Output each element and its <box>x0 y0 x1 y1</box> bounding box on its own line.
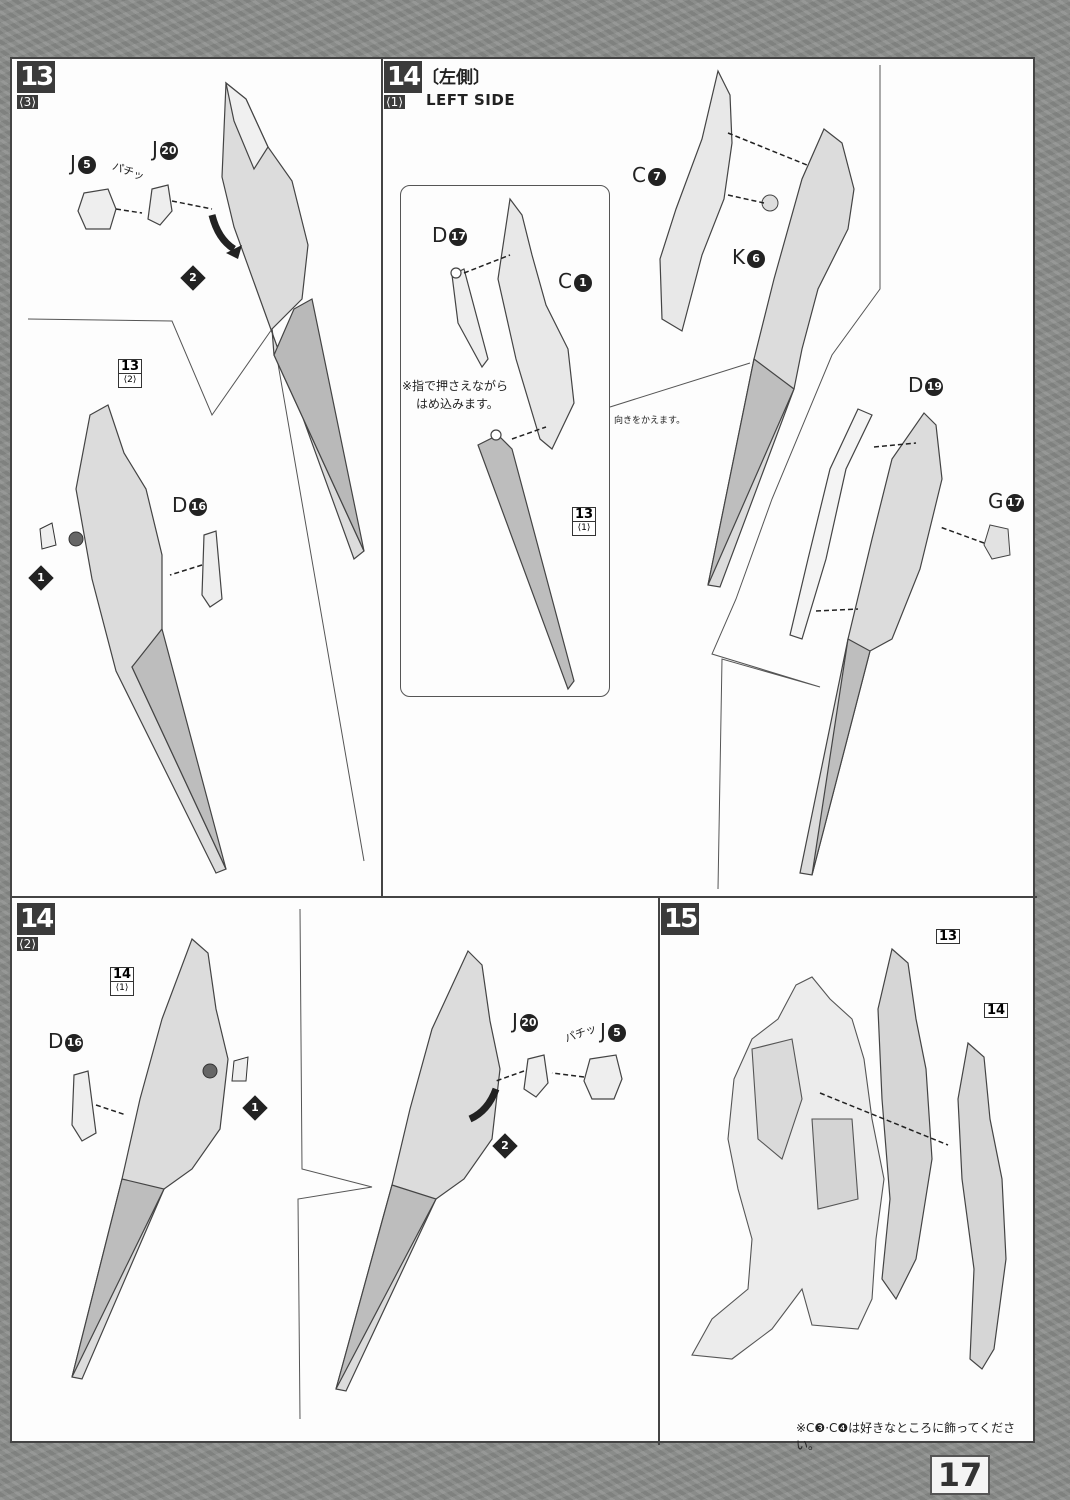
ref-13-1: 13⟨1⟩ <box>572 507 596 536</box>
blade-14-2-left <box>71 937 229 1380</box>
wing-13 <box>877 947 933 1301</box>
blade-13-1 <box>477 429 575 691</box>
ref-14-1: 14⟨1⟩ <box>110 967 134 996</box>
blade-14-2-right <box>335 949 501 1392</box>
step-13-number: 13 <box>17 61 56 93</box>
blade-lower-right <box>799 412 943 876</box>
step-13-substep: ⟨3⟩ <box>17 95 38 109</box>
part-c7-shape <box>659 69 733 332</box>
step-14-2-substep: ⟨2⟩ <box>17 937 38 951</box>
part-j20-shape <box>147 184 173 226</box>
note-press-line2: はめ込みます。 <box>416 397 499 411</box>
blade-main-right <box>707 128 855 588</box>
inset-detail-box <box>400 185 610 697</box>
step-14-illustration <box>450 69 1011 876</box>
part-d19-shape <box>789 408 873 640</box>
step-14-left-number: 14 <box>384 61 423 93</box>
small-connector <box>39 522 84 550</box>
part-c1-shape <box>497 197 575 450</box>
part-g17-shape <box>983 524 1011 560</box>
ref-13-step15: 13 <box>936 929 960 944</box>
ref-13-2: 13⟨2⟩ <box>118 359 142 388</box>
step-15-illustration <box>691 947 1007 1370</box>
step-14-2-number: 14 <box>17 903 56 935</box>
robot-silhouette <box>691 976 885 1360</box>
note-turn-around: 向きをかえます。 <box>614 416 686 426</box>
part-d16-shape-b <box>71 1070 97 1142</box>
part-d16-shape <box>201 530 223 608</box>
instruction-sheet: 13 ⟨3⟩ <box>10 57 1037 1452</box>
wing-14 <box>957 1041 1007 1370</box>
step-14-2-illustration <box>71 937 623 1392</box>
step-15-number: 15 <box>661 903 700 935</box>
step-14-title-en: LEFT SIDE <box>426 91 516 109</box>
page-number: 17 <box>930 1455 990 1495</box>
blade-upper <box>221 81 365 560</box>
step-14-title-jp: 〔左側〕 <box>422 68 490 88</box>
step-14-left-substep: ⟨1⟩ <box>384 95 405 109</box>
ref-14-step15: 14 <box>984 1003 1008 1018</box>
part-j20-shape-b <box>523 1054 549 1098</box>
note-press-line1: ※指で押さえながら <box>402 379 509 393</box>
part-j5-shape-b <box>583 1054 623 1100</box>
blade-lower <box>75 404 227 874</box>
part-d17-shape <box>450 267 489 369</box>
step-13-illustration <box>39 81 365 874</box>
connector-b <box>202 1056 249 1082</box>
panel-dividers <box>12 59 1037 1445</box>
part-j5-shape <box>77 188 117 230</box>
footnote-display: ※C❸·C❹は好きなところに飾ってください。 <box>796 1421 1016 1452</box>
